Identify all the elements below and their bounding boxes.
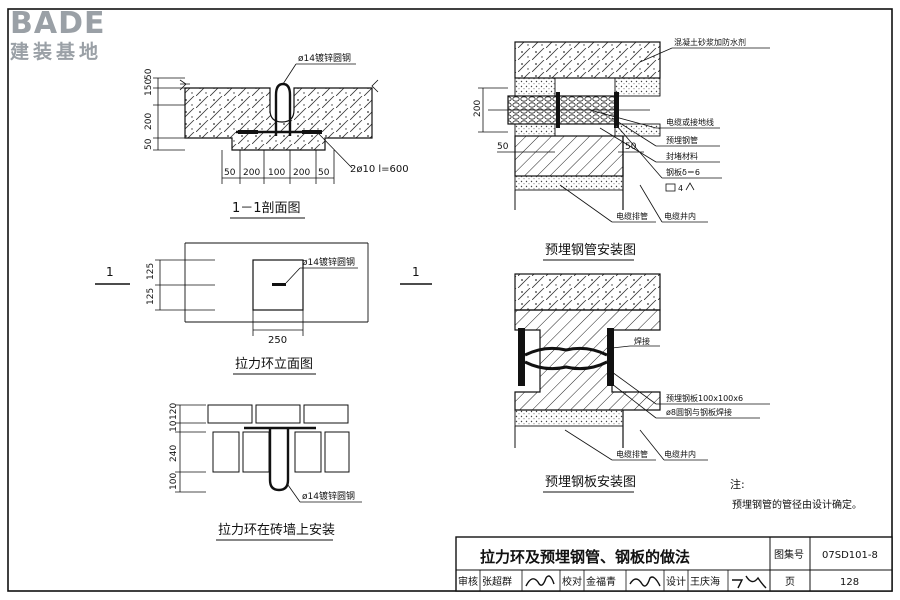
section-dim-h-0: 50 — [224, 168, 236, 178]
pipe-label-2: 预埋钢管 — [666, 135, 698, 145]
brick-dim-v-1: 10 — [169, 420, 179, 432]
pipe-label-4: 钢板δ＝6 — [666, 167, 700, 177]
logo-brand: BADE — [10, 6, 105, 41]
embedded-plate-right — [607, 328, 614, 386]
brick-dim-v-0: 120 — [169, 403, 179, 420]
section-dim-v-1: 50 — [144, 68, 154, 80]
section-mark-right: 1 — [412, 265, 420, 279]
check-label: 校对 — [562, 575, 582, 588]
logo: BADE 建装基地 — [10, 6, 105, 63]
section-dim-h-4: 50 — [318, 168, 330, 178]
plate-view: 焊接 预埋钢板100x100x6 ø8圆钢与钢板焊接 电缆排管 电缆井内 预埋钢… — [514, 273, 770, 493]
section-dim-v-2: 200 — [144, 113, 154, 130]
elevation-plate — [252, 259, 304, 311]
elevation-width-dim: 250 — [268, 335, 287, 346]
designer-name: 王庆海 — [690, 575, 720, 588]
plate-label-0: 焊接 — [634, 336, 650, 346]
title-block: 拉力环及预埋钢管、钢板的做法 图集号 07SD101-8 页 128 审核 张超… — [455, 536, 893, 592]
review-label: 审核 — [458, 575, 478, 588]
designer-signature — [732, 575, 767, 589]
sheet-frame — [7, 8, 893, 592]
plate-label-1: 预埋钢板100x100x6 — [666, 393, 743, 403]
pipe-label-0: 混凝土砂浆加防水剂 — [674, 37, 746, 47]
pipe-bottom-label-1: 电缆井内 — [664, 211, 696, 221]
logo-tagline: 建装基地 — [10, 40, 102, 63]
atlas-label: 图集号 — [774, 548, 804, 561]
elevation-rod-label: ø14镀锌圆钢 — [302, 256, 355, 268]
section-dim-h-2: 100 — [268, 168, 285, 178]
pipe-bottom-label-0: 电缆排管 — [616, 211, 648, 221]
brick-u-rod — [268, 428, 290, 492]
note-heading: 注: — [730, 477, 745, 491]
embedded-plate-left — [518, 328, 525, 386]
section-view: ø14镀锌圆钢 2ø10 l=600 150 50 200 50 50 200 — [144, 52, 409, 219]
elevation-dim-v-1: 125 — [146, 288, 156, 305]
brick-rod-label: ø14镀锌圆钢 — [302, 490, 355, 502]
pipe-label-3: 封堵材料 — [666, 151, 698, 161]
brick-title: 拉力环在砖墙上安装 — [218, 523, 335, 538]
section-mark-left: 1 — [106, 265, 114, 279]
drawing-title: 拉力环及预埋钢管、钢板的做法 — [480, 548, 690, 566]
plate-bottom-label-0: 电缆排管 — [616, 449, 648, 459]
section-title: 1－1剖面图 — [232, 201, 301, 216]
section-bar-label: 2ø10 l=600 — [350, 164, 409, 175]
pipe-label-1: 电缆或接地线 — [666, 117, 714, 127]
elevation-view: ø14镀锌圆钢 1 1 125 125 250 拉力环立面图 — [95, 242, 432, 375]
pipe-dim-2: 50 — [625, 142, 637, 152]
page-number: 128 — [840, 577, 859, 588]
pipe-dim-1: 50 — [497, 142, 509, 152]
section-dim-v-3: 50 — [144, 138, 154, 150]
section-dim-h-3: 200 — [293, 168, 310, 178]
section-dim-h-1: 200 — [243, 168, 260, 178]
section-concrete — [184, 87, 373, 151]
section-dim-v-0: 150 — [144, 79, 154, 96]
design-label: 设计 — [666, 575, 686, 588]
section-rod-label: ø14镀锌圆钢 — [298, 52, 351, 64]
brick-dim-v-2: 240 — [169, 445, 179, 462]
plate-label-2: ø8圆钢与钢板焊接 — [666, 407, 732, 417]
checker-name: 金福青 — [586, 575, 616, 588]
checker-signature — [629, 576, 661, 587]
reviewer-name: 张超群 — [482, 575, 512, 588]
brick-dim-v-3: 100 — [169, 473, 179, 490]
pipe-view: 混凝土砂浆加防水剂 电缆或接地线 预埋钢管 封堵材料 钢板δ＝6 4 电缆排管 … — [473, 37, 770, 261]
plate-title: 预埋钢板安装图 — [545, 475, 636, 490]
elevation-title: 拉力环立面图 — [235, 357, 313, 372]
brick-view: ø14镀锌圆钢 120 10 240 100 拉力环在砖墙上安装 — [169, 403, 362, 541]
note-text: 预埋钢管的管径由设计确定。 — [732, 498, 862, 511]
atlas-number: 07SD101-8 — [822, 550, 878, 561]
pipe-label-5: 4 — [678, 184, 683, 193]
page-label: 页 — [785, 576, 795, 588]
plate-bottom-label-1: 电缆井内 — [664, 449, 696, 459]
reviewer-signature — [525, 575, 555, 587]
elevation-dim-v-0: 125 — [146, 263, 156, 280]
pipe-dim-0: 200 — [473, 100, 483, 117]
pipe-title: 预埋钢管安装图 — [545, 243, 636, 258]
